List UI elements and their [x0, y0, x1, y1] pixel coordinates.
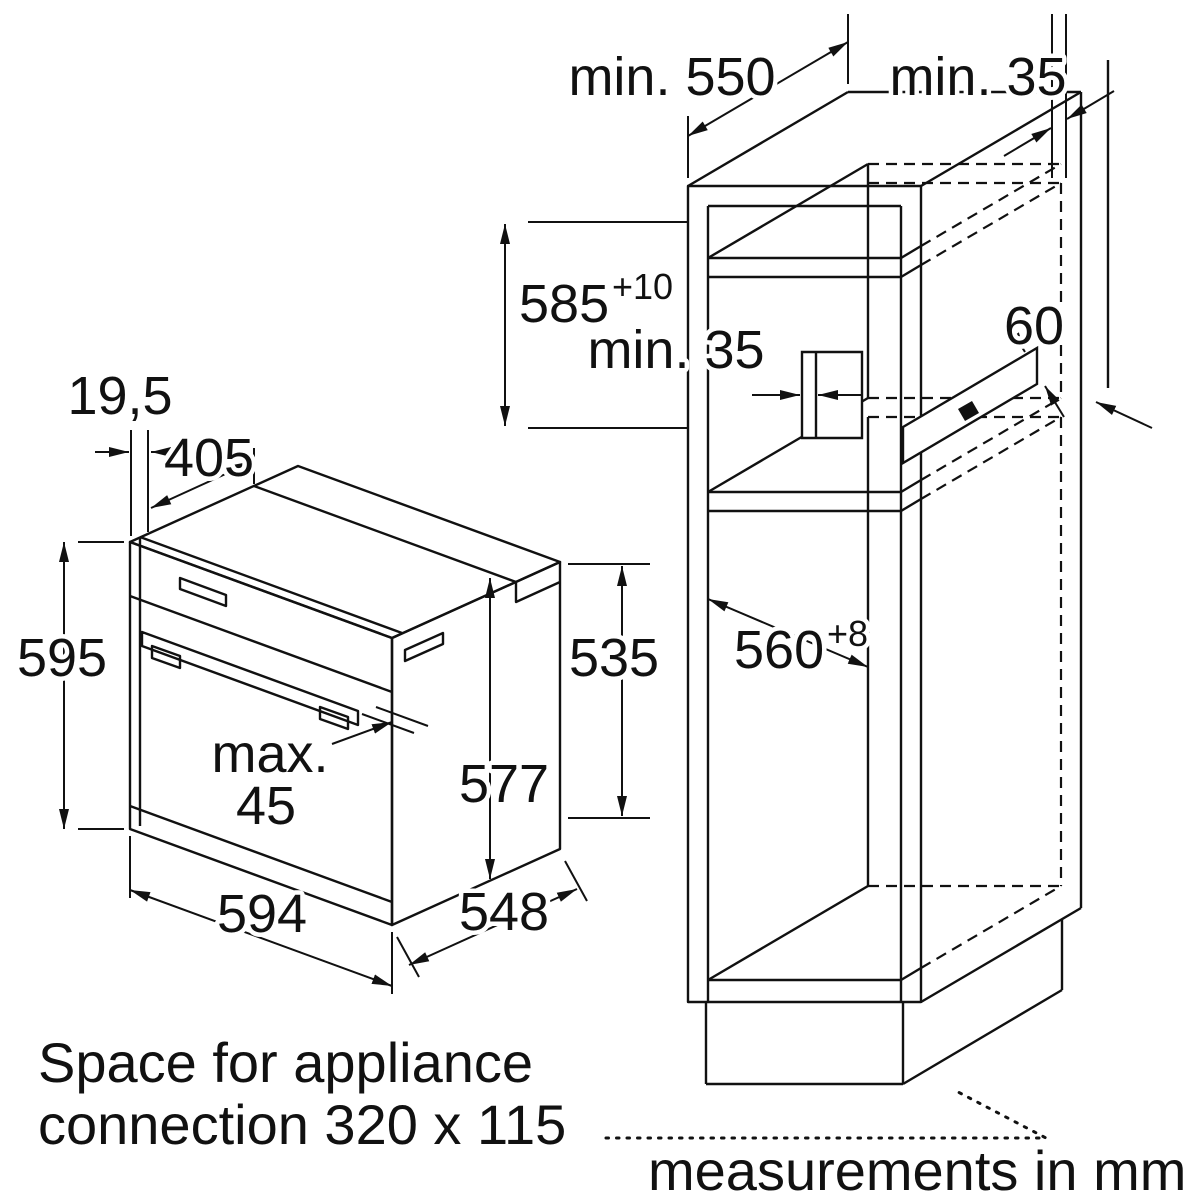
oven-door-bottom-line [129, 804, 393, 904]
plinth-side-bottom [902, 988, 1063, 1086]
hidden-edge [920, 397, 1062, 481]
hidden-edge [920, 163, 1062, 247]
dim-strip-width: 60 [1004, 296, 1064, 356]
upper-shelf-right-slant2 [900, 263, 922, 279]
bottom-left-slant [707, 884, 869, 982]
dim-rear-gap-mid: min. 35 [587, 320, 764, 380]
cabinet-dimensions: min. 550 min. 35 585 +10 min. 35 60 560 … [500, 14, 1153, 685]
dim-top-depth: 405 [164, 428, 254, 488]
ext-line [375, 706, 429, 727]
oven-display [178, 576, 228, 608]
note-connection-line2: connection 320 x 115 [38, 1093, 566, 1156]
hidden-edge [920, 885, 1062, 969]
dim-arrow [1005, 320, 1026, 353]
oven-isometric [128, 464, 562, 927]
dim-niche-height: 585 [519, 274, 609, 334]
connection-leader-dotted [604, 1090, 1047, 1140]
dim-arrow [1003, 127, 1052, 157]
lower-shelf-right-slant [900, 478, 922, 494]
cabinet-front-frame [686, 184, 923, 1004]
connection-socket [958, 401, 979, 421]
dim-rear-gap-top: min. 35 [889, 47, 1066, 107]
oven-handle-bracket-left [150, 644, 182, 670]
wall-arrow [1095, 401, 1153, 429]
bottom-right-slant [900, 966, 922, 982]
dim-line [687, 41, 849, 137]
dim-depth: 548 [459, 882, 549, 942]
oven-top-step-line [253, 484, 517, 584]
oven-right-face [390, 560, 562, 927]
oven-fascia-back-edge [139, 535, 403, 635]
dim-arrow [1066, 90, 1115, 120]
dim-body-height: 577 [459, 754, 549, 814]
ext-line [396, 936, 420, 978]
oven-top-step-notch [514, 580, 561, 604]
dim-handle-max-value: 45 [236, 776, 296, 836]
oven-dimensions: 19,5 405 595 max. 45 577 535 594 548 [12, 362, 664, 994]
dim-niche-width: 560 [734, 620, 824, 680]
dim-handle-max-word: max. [211, 724, 328, 784]
dim-rear-height: 535 [569, 628, 659, 688]
upper-shelf-right-slant [900, 244, 922, 260]
dim-line [150, 460, 255, 509]
hidden-edge [920, 416, 1062, 500]
dim-arrow [1044, 385, 1065, 418]
dim-width: 594 [217, 884, 307, 944]
dim-front-height: 595 [17, 628, 107, 688]
cabinet-bottom-right-edge [920, 906, 1082, 1004]
dim-niche-width-tolerance: +8 [827, 613, 868, 654]
dim-niche-height-tolerance: +10 [612, 266, 673, 307]
oven-handle-bracket-right [318, 705, 350, 731]
leader-arrow [331, 721, 393, 745]
dim-fascia-thickness: 19,5 [67, 366, 172, 426]
hidden-edge [920, 182, 1062, 266]
oven-handle [140, 630, 360, 727]
note-connection-line1: Space for appliance [38, 1031, 533, 1094]
dim-line [707, 598, 869, 668]
dim-line [129, 889, 393, 987]
dim-line [408, 888, 578, 966]
note-units: measurements in mm [648, 1139, 1186, 1200]
cabinet-isometric [686, 60, 1110, 1086]
upper-shelf-left-slant [707, 162, 869, 260]
dim-min-depth: min. 550 [568, 47, 775, 107]
lower-shelf-right-slant2 [900, 497, 922, 513]
oven-control-panel-line [129, 594, 393, 694]
notes: Space for appliance connection 320 x 115… [38, 1031, 1186, 1200]
ext-line [564, 860, 588, 902]
oven-side-vent [403, 631, 445, 663]
cabinet-top-right-slant [920, 90, 1082, 188]
